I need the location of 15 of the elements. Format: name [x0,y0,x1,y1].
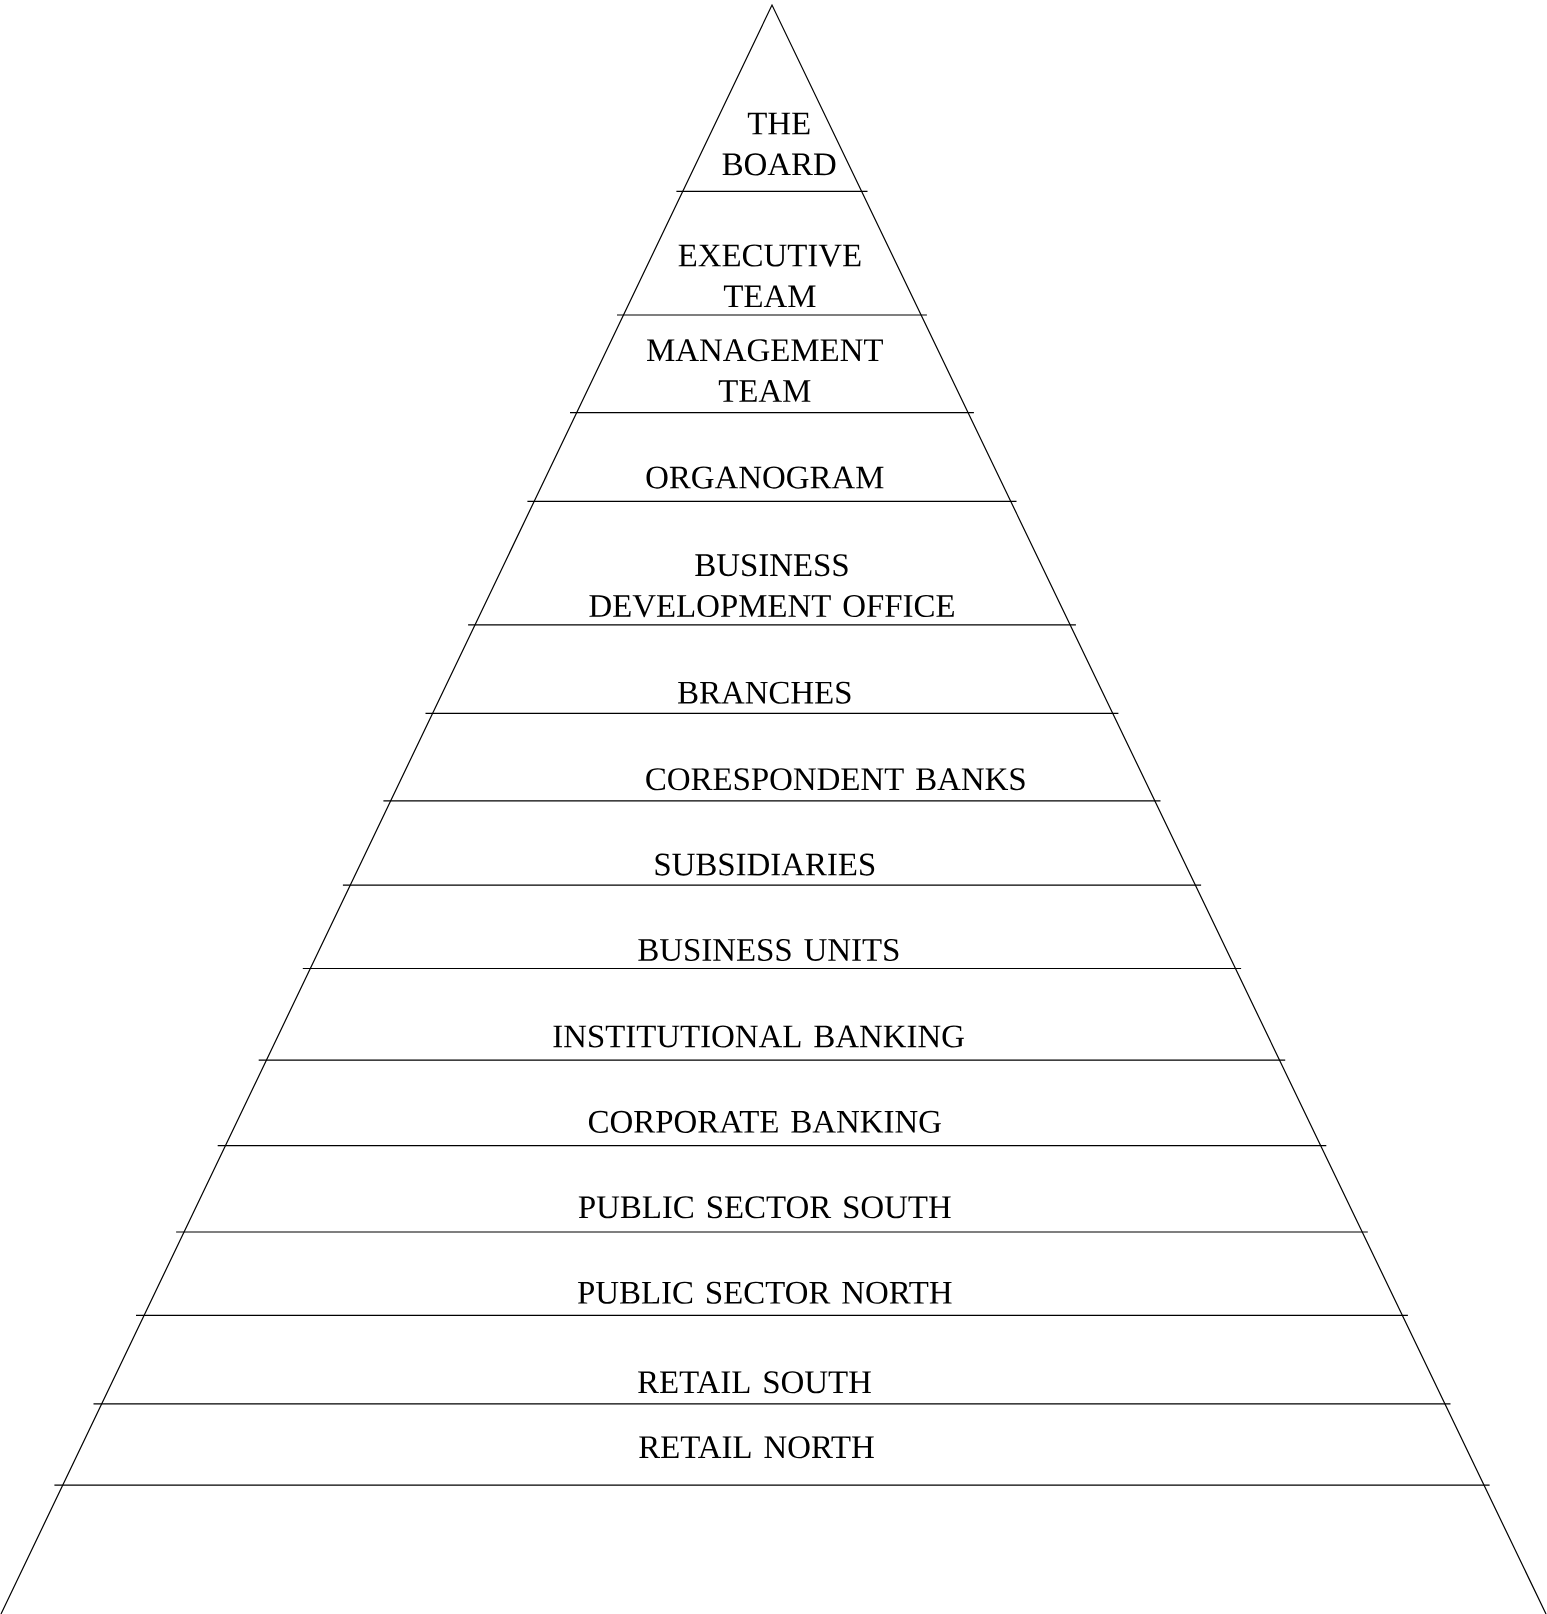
tier-label: CORESPONDENT BANKS [646,768,1025,791]
tier-label: INSTITUTIONAL BANKING [553,1025,964,1048]
tier-label: THE BOARD [722,112,836,176]
tier-label: BUSINESS DEVELOPMENT OFFICE [589,554,954,618]
tier-label: EXECUTIVE TEAM [678,244,861,308]
tier-label: PUBLIC SECTOR SOUTH [578,1196,951,1219]
tier-label: ORGANOGRAM [646,466,884,489]
tier-label: PUBLIC SECTOR NORTH [578,1281,952,1304]
tier-label: BRANCHES [678,681,851,704]
tier-label: BUSINESS UNITS [638,938,899,962]
tier-label: MANAGEMENT TEAM [647,339,883,402]
tier-label: CORPORATE BANKING [588,1110,941,1133]
tier-label: RETAIL NORTH [639,1436,874,1459]
tier-label: SUBSIDIARIES [655,853,875,876]
tier-label: RETAIL SOUTH [638,1371,871,1394]
